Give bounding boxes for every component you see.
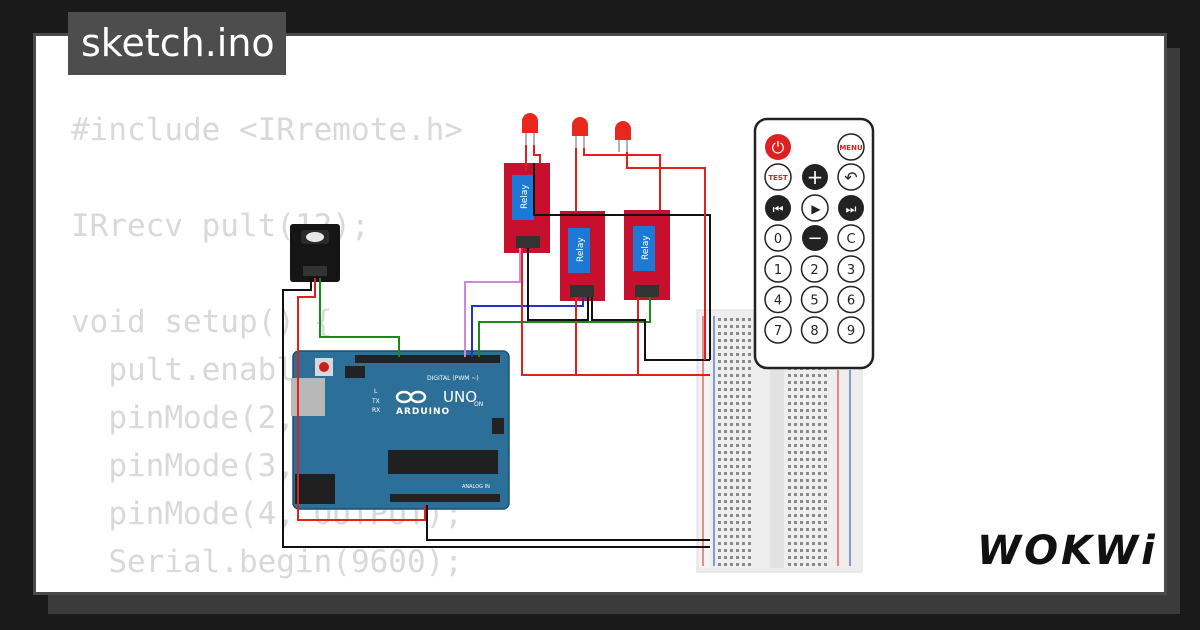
svg-text:C: C: [846, 232, 855, 247]
remote-digit-8-button[interactable]: 8: [800, 316, 829, 344]
preview-card: #include <IRremote.h> IRrecv pult(12); v…: [33, 33, 1167, 595]
remote-digit-label: 8: [810, 324, 818, 339]
arduino-uno[interactable]: DIGITAL (PWM ~) UNO ARDUINO TX RX L ON A…: [291, 350, 510, 510]
remote-digit-5-button[interactable]: 5: [800, 285, 829, 314]
svg-text:▶: ▶: [811, 202, 821, 216]
svg-text:0: 0: [774, 232, 782, 247]
remote-test-button[interactable]: TEST: [764, 163, 792, 191]
remote-prev-button[interactable]: ⏮: [765, 195, 791, 221]
svg-text:⏮: ⏮: [773, 202, 784, 216]
remote-play-button[interactable]: ▶: [801, 194, 829, 222]
remote-c-button[interactable]: C: [837, 224, 865, 252]
remote-digit-3-button[interactable]: 3: [837, 255, 865, 283]
remote-back-button[interactable]: ↶: [837, 163, 865, 191]
remote-next-button[interactable]: ⏭: [838, 195, 864, 221]
digital-label: DIGITAL (PWM ~): [427, 375, 479, 382]
relay-label: Relay: [520, 184, 530, 209]
filename-tab[interactable]: sketch.ino: [68, 12, 286, 75]
model-label: UNO: [443, 388, 477, 406]
relay-3[interactable]: Relay: [624, 210, 670, 300]
remote-digit-9-button[interactable]: 9: [837, 316, 865, 344]
ir-remote[interactable]: ⏻ MENU TEST + ↶ ⏮ ▶ ⏭: [753, 117, 875, 370]
on-label: ON: [474, 401, 483, 408]
code-line: #include <IRremote.h>: [71, 112, 463, 148]
relay-label: Relay: [641, 235, 651, 260]
tx-label: TX: [371, 398, 380, 405]
brand-label: ARDUINO: [396, 407, 450, 417]
svg-text:MENU: MENU: [839, 144, 863, 152]
svg-text:+: +: [807, 165, 824, 189]
led-3[interactable]: [615, 121, 631, 152]
remote-digit-label: 2: [810, 263, 818, 278]
remote-power-button[interactable]: ⏻: [765, 134, 791, 160]
wokwi-logo: WOKWi: [977, 528, 1158, 574]
code-background: #include <IRremote.h> IRrecv pult(12); v…: [71, 106, 463, 592]
svg-text:↶: ↶: [844, 168, 857, 187]
remote-digit-label: 9: [847, 324, 855, 339]
l-label: L: [374, 388, 378, 395]
remote-digit-1-button[interactable]: 1: [764, 255, 792, 283]
svg-text:⏻: ⏻: [772, 138, 785, 157]
rx-label: RX: [372, 407, 380, 414]
arduino-logo: [395, 390, 427, 404]
remote-digit-label: 1: [774, 263, 782, 278]
remote-minus-button[interactable]: −: [802, 225, 828, 251]
remote-menu-button[interactable]: MENU: [837, 133, 865, 161]
remote-digit-7-button[interactable]: 7: [764, 316, 792, 344]
analog-label: ANALOG IN: [462, 484, 490, 490]
remote-digit-4-button[interactable]: 4: [764, 285, 792, 314]
relay-1[interactable]: Relay: [504, 163, 550, 253]
remote-digit-2-button[interactable]: 2: [800, 255, 829, 283]
ir-receiver[interactable]: [290, 224, 340, 282]
svg-text:TEST: TEST: [768, 174, 788, 182]
remote-plus-button[interactable]: +: [802, 164, 828, 190]
svg-text:⏭: ⏭: [846, 202, 857, 216]
code-line: IRrecv pult(12);: [71, 208, 370, 244]
wires: [282, 145, 711, 548]
remote-digit-label: 4: [774, 294, 782, 309]
remote-0-button[interactable]: 0: [764, 224, 792, 252]
relay-2[interactable]: Relay: [560, 211, 605, 301]
remote-digit-label: 7: [774, 324, 782, 339]
remote-digit-6-button[interactable]: 6: [837, 285, 865, 314]
remote-digit-label: 6: [847, 294, 855, 309]
code-line: void setup() {: [71, 304, 333, 340]
remote-digit-label: 3: [847, 263, 855, 278]
led-1[interactable]: [522, 113, 538, 145]
svg-text:−: −: [807, 228, 822, 249]
relay-label: Relay: [576, 237, 586, 262]
code-line: Serial.begin(9600);: [71, 544, 463, 580]
remote-digit-label: 5: [810, 294, 818, 309]
led-2[interactable]: [572, 117, 588, 148]
